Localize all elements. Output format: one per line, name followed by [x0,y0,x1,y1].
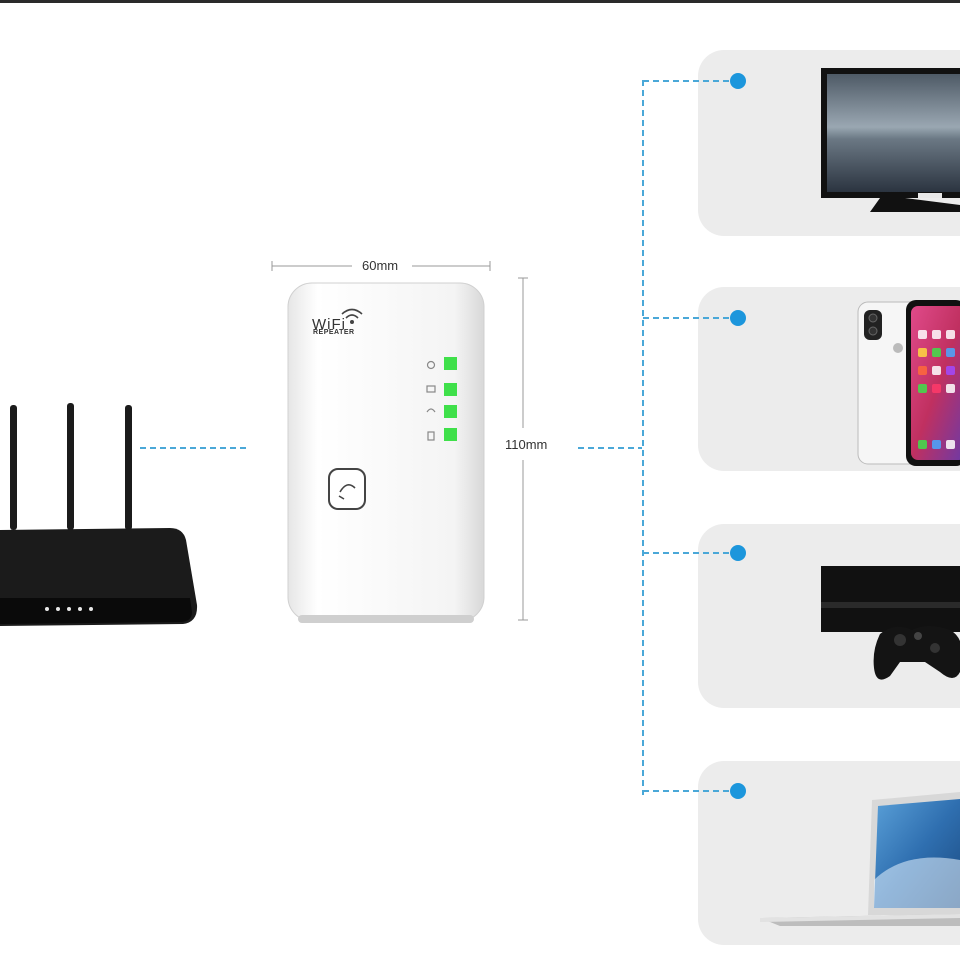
connector-dot-laptop [730,783,746,799]
monitor-icon [821,68,960,212]
device-connector-tree [643,73,746,799]
width-dimension-label: 60mm [362,258,398,273]
router-antennas [10,403,132,530]
wps-button [329,469,365,509]
smartphone-icon [858,300,960,466]
repeater-brand-label: REPEATER [313,329,355,336]
router [0,403,197,626]
game-console-icon [821,566,960,680]
connector-dot-smartphone [730,310,746,326]
height-dimension-label: 110mm [505,437,547,452]
laptop-icon [760,792,960,926]
connector-dot-game-console [730,545,746,561]
connector-dot-tv [730,73,746,89]
